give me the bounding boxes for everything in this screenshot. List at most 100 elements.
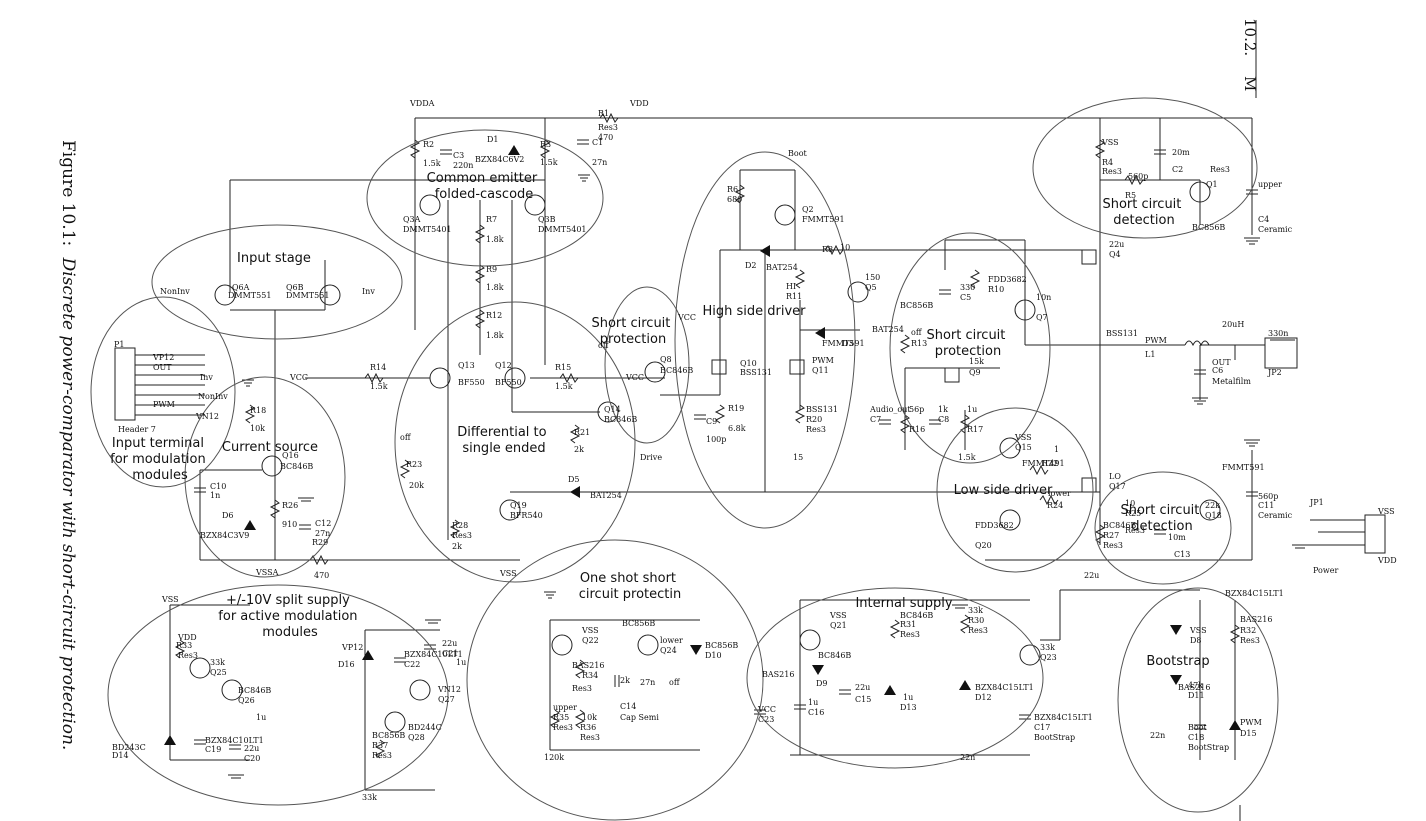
component-label: R2 [423,140,434,149]
block-input-terminal: Input terminal for modulation modules [110,436,210,483]
component-label: 22u [855,683,870,692]
component-label: 22n [960,753,975,762]
component-label: R22 [1042,459,1058,468]
component-label: C12 [315,519,331,528]
component-label: 15 [793,453,803,462]
component-label: 1n [210,491,220,500]
component-label: R21 [574,428,590,437]
component-label: BootStrap [1188,743,1229,752]
component-label: R19 [728,404,744,413]
component-label: VCC [677,313,696,322]
component-label: R9 [486,265,497,274]
component-label: C6 [1212,366,1223,375]
component-label: D9 [816,679,828,688]
component-label: lower [660,636,683,645]
component-label: 330 [960,283,975,292]
component-label: R36 [580,723,596,732]
component-label: Q22 [582,636,599,645]
component-label: VSS [499,569,517,578]
block-internal-supply: Internal supply [855,596,952,611]
component-label: off [911,328,923,337]
component-label: R30 [968,616,984,625]
component-label: BSS131 [806,405,838,414]
component-label: FMMT591 [1222,463,1265,472]
component-label: D2 [745,261,757,270]
component-label: VSS [161,595,179,604]
component-label: 1u [256,713,266,722]
component-label: VP12 [341,643,363,652]
block-split-supply: +/-10V split supply for active modulatio… [218,593,361,640]
component-label: BC846B [604,415,637,424]
component-label: D15 [1240,729,1257,738]
component-label: 1.8k [486,331,504,340]
component-label: BC856B [1192,223,1225,232]
component-label: 1u [967,405,977,414]
component-label: C14 [620,702,636,711]
component-label: R24 [1047,501,1063,510]
component-label: LO [1109,472,1121,481]
component-label: Res3 [1210,165,1230,174]
component-label: C11 [1258,501,1274,510]
component-label: Q3B [538,215,556,224]
component-label: 10k [250,424,265,433]
component-label: BC846B [280,462,313,471]
block-sc-detection-top: Short circuit detection [1102,197,1185,228]
component-label: Q20 [975,541,992,550]
component-label: VSS [581,626,599,635]
component-label: D1 [487,135,499,144]
component-label: Q16 [282,451,299,460]
component-label: Res3 [968,626,988,635]
component-label: BC856B [900,301,933,310]
component-label: 33k [1040,643,1055,652]
component-label: BSS131 [740,368,772,377]
component-label: Q7 [1036,313,1048,322]
component-label: R12 [486,311,502,320]
component-label: BAS216 [572,661,604,670]
component-label: C5 [960,293,971,302]
block-outlines [90,97,1279,821]
component-label: lower [1048,489,1071,498]
component-label: 22k [1205,501,1220,510]
component-label: FMMT591 [802,215,845,224]
component-label: R1 [598,109,609,118]
component-label: C4 [1258,215,1269,224]
component-label: 27n [315,529,330,538]
component-label: R20 [806,415,822,424]
connector-jp2 [1264,337,1298,369]
component-label: C9 [706,417,717,426]
component-label: R33 [176,641,192,650]
component-label: JP1 [1309,498,1324,507]
component-label: 27n [640,678,655,687]
component-label: 6.8k [728,424,746,433]
component-label: Header 7 [118,425,156,434]
component-label: R10 [988,285,1004,294]
component-label: Res3 [553,723,573,732]
component-label: P1 [114,340,124,349]
component-label: Q4 [1109,250,1121,259]
component-label: R6 [727,185,738,194]
component-label: OUT [153,363,172,372]
component-label: Q14 [604,405,621,414]
component-label: Q18 [1205,511,1222,520]
component-label: BZX84C10LT1 [205,736,264,745]
component-label: R16 [909,425,925,434]
page-header: 10.2. M [1241,18,1259,91]
component-label: 1.5k [423,159,441,168]
component-label: BC856B [372,731,405,740]
block-current-source: Current source [222,440,318,455]
component-label: BZX84C15LT1 [1034,713,1093,722]
caption-text: Discrete power-comparator with short-cir… [58,257,78,751]
component-label: Res3 [1240,636,1260,645]
outline-sc-detection-bottom [1094,471,1232,585]
component-label: R3 [540,140,551,149]
component-label: Q26 [238,696,255,705]
component-label: BC856B [622,619,655,628]
component-label: VSS [1101,138,1119,147]
component-label: R8 [822,245,833,254]
component-label: D6 [222,511,234,520]
component-label: 10k [582,713,597,722]
component-label: Res3 [598,123,618,132]
component-label: VCC [289,373,308,382]
component-label: 15k [969,357,984,366]
component-label: Boot [1188,723,1208,732]
